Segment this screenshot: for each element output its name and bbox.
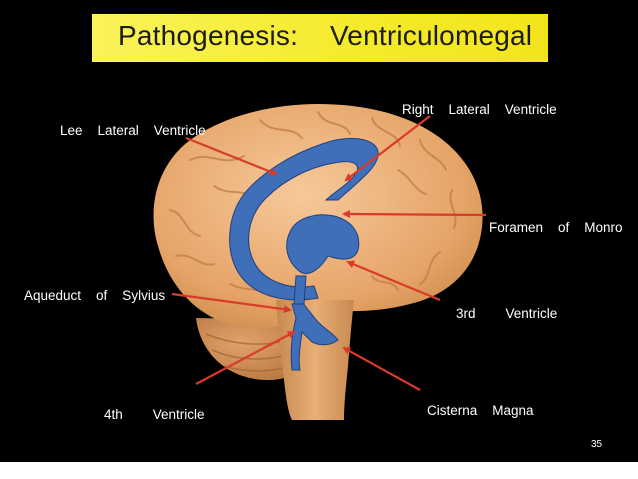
label-third-ventricle: 3rd Ventricle [456,306,558,321]
label-left-lateral-ventricle: Lee Lateral Ventricle [60,123,206,138]
lateral-ventricle [229,138,379,301]
arrow-left-lateral-ventricle [185,136,278,176]
aqueduct [293,275,307,305]
label-fourth-ventricle: 4th Ventricle [104,407,205,422]
slide-title: Pathogenesis: Ventriculomegal [118,20,533,51]
third-ventricle [286,214,360,274]
label-right-lateral-ventricle: Right Lateral Ventricle [402,102,557,117]
arrow-fourth-ventricle [195,331,296,385]
label-foramen-of-monro: Foramen of Monro [489,220,623,235]
title-banner [92,14,548,62]
label-cisterna-magna: Cisterna Magna [427,403,534,418]
arrow-right-lateral-ventricle [344,115,431,182]
arrow-cisterna-magna [342,347,421,391]
fourth-ventricle [290,301,339,371]
brain-diagram [153,104,487,420]
arrow-foramen-of-monro [342,210,487,219]
arrow-third-ventricle [346,260,441,302]
label-aqueduct-of-sylvius: Aqueduct of Sylvius [24,288,166,303]
page-number: 35 [591,439,603,450]
arrow-aqueduct-of-sylvius [171,292,292,314]
